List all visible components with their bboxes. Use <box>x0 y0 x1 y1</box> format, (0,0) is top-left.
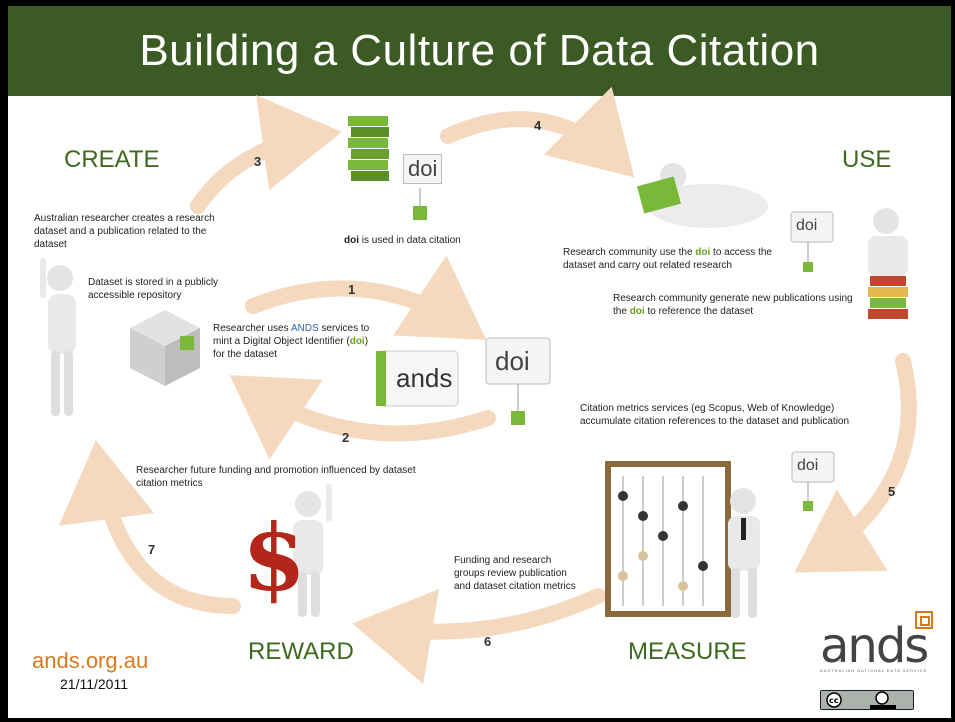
note-mint: Researcher uses ANDS services to mint a … <box>213 323 370 360</box>
note-create-desc: Australian researcher creates a research… <box>34 213 215 250</box>
book-stack-icon <box>348 116 427 220</box>
step-5: 5 <box>888 484 896 499</box>
stage-reward: REWARD <box>248 638 354 665</box>
slide: Building a Culture of Data Citation <box>8 6 951 718</box>
stage-create: CREATE <box>64 146 160 173</box>
stage-measure: MEASURE <box>628 638 747 665</box>
doi-sign-use <box>790 211 834 272</box>
title-bar <box>8 6 951 96</box>
step-1: 1 <box>348 282 356 297</box>
ands-logo-text: ands <box>820 618 929 674</box>
note-use-access: Research community use the doi to access… <box>563 247 772 271</box>
arrow-2 <box>229 375 496 460</box>
doi-label-top: doi <box>403 154 443 184</box>
doi-label-center: doi <box>495 346 530 376</box>
arrow-1 <box>245 255 487 340</box>
note-funding: Funding and research groups review publi… <box>454 555 576 592</box>
reward-figure <box>293 484 332 617</box>
step-6: 6 <box>484 634 492 649</box>
doi-label-measure: doi <box>797 457 819 474</box>
note-use-new: Research community generate new publicat… <box>613 293 853 317</box>
presenter-figure-measure <box>728 488 760 618</box>
note-doi-used: doi is used in data citation <box>344 235 461 246</box>
stage-use: USE <box>842 146 892 173</box>
ands-logo-mark <box>915 611 933 629</box>
repository-cube-icon <box>130 310 200 386</box>
footer-date: 21/11/2011 <box>60 676 128 692</box>
doi-sign-measure <box>791 451 835 511</box>
arrow-5 <box>794 353 917 573</box>
arrow-4 <box>440 86 635 178</box>
step-7: 7 <box>148 542 156 557</box>
slide-title: Building a Culture of Data Citation <box>139 26 820 75</box>
cycle-arrows <box>40 86 933 684</box>
dollar-icon: $ <box>242 504 307 612</box>
footer-url[interactable]: ands.org.au <box>32 648 149 673</box>
arrow-3 <box>190 95 342 214</box>
note-metrics: Citation metrics services (eg Scopus, We… <box>580 403 850 427</box>
step-3: 3 <box>254 154 262 169</box>
reader-on-books <box>868 208 908 319</box>
cc-by-license-icon: cc <box>820 690 914 710</box>
step-4: 4 <box>534 118 542 133</box>
ands-card-label: ands <box>396 363 453 393</box>
doi-sign-center <box>485 337 551 425</box>
arrow-7 <box>58 440 241 614</box>
doi-label-use: doi <box>796 217 818 234</box>
researcher-figure-create <box>40 258 76 416</box>
ands-card-icon <box>376 350 459 407</box>
step-2: 2 <box>342 430 350 445</box>
abacus-icon <box>605 461 731 617</box>
note-stored: Dataset is stored in a publicly accessib… <box>88 277 219 301</box>
arrow-6 <box>352 588 606 684</box>
reader-figure-use <box>637 163 768 228</box>
note-reward: Researcher future funding and promotion … <box>136 465 416 489</box>
svg-text:cc: cc <box>829 696 839 705</box>
ands-logo-subtitle: AUSTRALIAN NATIONAL DATA SERVICE <box>820 668 928 673</box>
